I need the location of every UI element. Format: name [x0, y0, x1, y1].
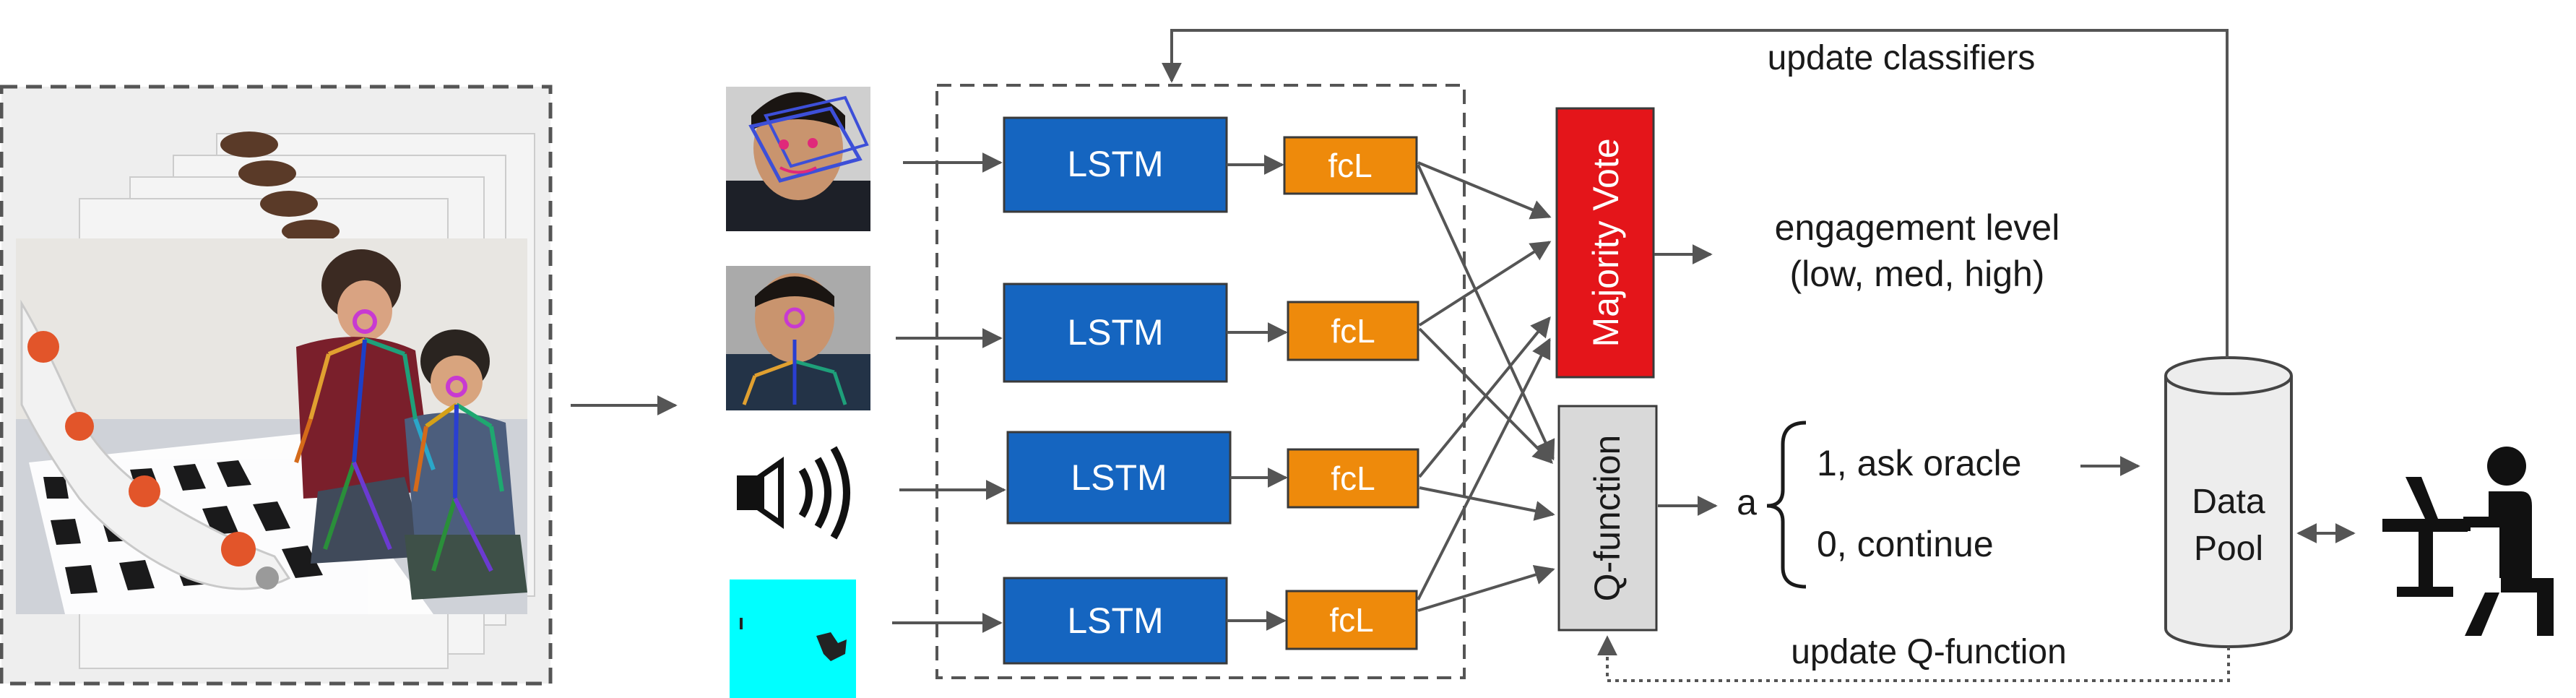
- arrow-update-q-function: [1597, 635, 2230, 682]
- lstm-label-1: LSTM: [1067, 144, 1163, 184]
- action-brace: [1766, 421, 1807, 589]
- face-thumbnail: [726, 87, 870, 231]
- lstm-box-3: LSTM: [1006, 431, 1232, 525]
- fcl-box-4: fcL: [1285, 590, 1418, 650]
- data-pool-cylinder: Data Pool: [2164, 356, 2293, 648]
- engagement-level-label: engagement level: [1775, 207, 2060, 248]
- main-video-frame: [16, 238, 527, 614]
- child-figure: [405, 329, 527, 600]
- fcl-label-2: fcL: [1331, 312, 1375, 350]
- stack-head-1: [220, 132, 278, 158]
- q-function-box: Q-function: [1557, 405, 1658, 632]
- engagement-classes-label: (low, med, high): [1790, 254, 2045, 294]
- arrow-fcl2-to-vote: [1418, 241, 1552, 327]
- lstm-label-3: LSTM: [1071, 457, 1167, 498]
- data-pool-label-2: Pool: [2194, 530, 2263, 568]
- adult-figure: [296, 249, 433, 564]
- arrow-fcl3-to-q: [1419, 486, 1555, 521]
- arrow-fcl3-to-vote: [1418, 316, 1551, 478]
- stack-head-4: [282, 220, 340, 243]
- person-at-computer-icon: [2382, 447, 2554, 636]
- stack-head-2: [238, 160, 296, 186]
- fcl-label-3: fcL: [1331, 460, 1375, 497]
- stack-head-3: [260, 191, 318, 217]
- lstm-label-4: LSTM: [1067, 600, 1163, 641]
- majority-vote-label: Majority Vote: [1586, 138, 1626, 347]
- fcl-label-1: fcL: [1328, 147, 1372, 184]
- action-symbol: a: [1737, 482, 1757, 522]
- update-classifiers-label: update classifiers: [1768, 39, 2036, 77]
- fcl-box-3: fcL: [1287, 448, 1419, 509]
- arrow-fcl4-to-vote: [1417, 337, 1551, 600]
- lstm-box-1: LSTM: [1003, 116, 1228, 213]
- pose-skeleton-child: [413, 376, 504, 572]
- pose-thumbnail: [726, 266, 870, 410]
- arrow-fcl1-to-q: [1417, 164, 1555, 461]
- cyan-thumbnail: [730, 579, 856, 698]
- lstm-box-2: LSTM: [1003, 283, 1228, 383]
- arrow-fcl1-to-vote: [1417, 161, 1552, 220]
- lstm-box-4: LSTM: [1003, 577, 1228, 665]
- majority-vote-box: Majority Vote: [1555, 107, 1655, 379]
- action-continue: 0, continue: [1817, 524, 1994, 564]
- fcl-box-2: fcL: [1287, 301, 1419, 361]
- lstm-branch-container: [935, 84, 1466, 679]
- arrow-update-classifiers: [1162, 29, 2229, 358]
- action-ask-oracle: 1, ask oracle: [1817, 443, 2021, 483]
- fcl-label-4: fcL: [1329, 601, 1373, 639]
- input-video-frames: [0, 85, 553, 686]
- fcl-box-1: fcL: [1283, 136, 1418, 195]
- update-q-function-label: update Q-function: [1791, 633, 2067, 671]
- fcl-fanout-arrows: [1417, 161, 1555, 612]
- data-pool-label-1: Data: [2192, 483, 2265, 521]
- speaker-icon: [737, 446, 850, 540]
- robot-figure: [20, 299, 291, 590]
- arrow-fcl4-to-q: [1417, 564, 1555, 612]
- lstm-label-2: LSTM: [1067, 312, 1163, 353]
- q-function-label: Q-function: [1587, 435, 1628, 602]
